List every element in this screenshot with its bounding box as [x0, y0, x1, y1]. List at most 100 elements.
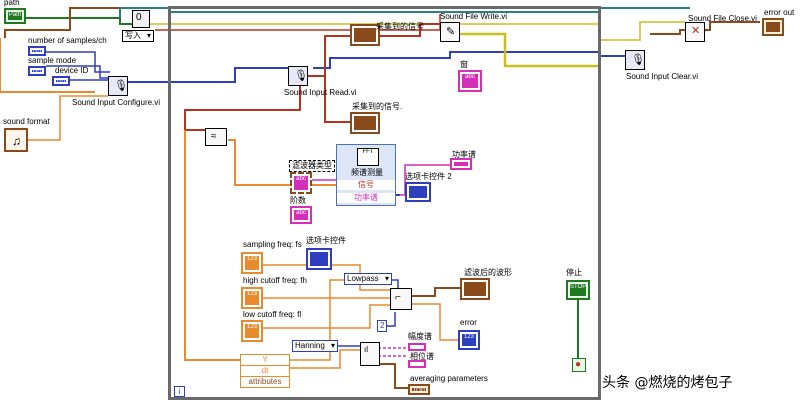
- low-cutoff-glyph: 123: [245, 324, 259, 338]
- graph-icon-2: [354, 116, 376, 130]
- close-x-icon: ✕: [691, 25, 701, 37]
- number-of-samples-glyph: I32: [32, 50, 42, 56]
- spectrum-measure-express-vi[interactable]: FFT 频谱测量 信号 功率谱: [336, 144, 396, 206]
- error-out-terminal[interactable]: [762, 18, 784, 36]
- unbundle-node[interactable]: Y dt attributes: [240, 354, 290, 388]
- hanning-window-ring[interactable]: Hanning: [292, 340, 338, 352]
- wire-avg: [378, 363, 408, 389]
- tab-control-2-glyph: [409, 186, 427, 198]
- wire-error-main: [4, 7, 120, 38]
- filter-type-glyph: abc: [294, 176, 308, 190]
- write-mode-dropdown[interactable]: 写入: [122, 30, 154, 42]
- sound-file-write-node[interactable]: ✎: [440, 22, 460, 42]
- error-indicator-glyph: 123: [462, 334, 476, 346]
- filtered-wave-icon: [464, 282, 486, 296]
- wire-data-read-2: [324, 76, 350, 123]
- device-id-terminal[interactable]: I32: [52, 76, 70, 86]
- watermark: 头条 @燃烧的烤包子: [602, 375, 733, 391]
- open-file-node[interactable]: 0: [132, 10, 150, 28]
- sound-file-write-label: Sound File Write.vi: [440, 12, 507, 21]
- sound-format-terminal[interactable]: ♫: [4, 128, 28, 152]
- order-terminal[interactable]: abc: [290, 206, 312, 224]
- sound-file-close-node[interactable]: ✕: [685, 22, 705, 42]
- stop-button-terminal[interactable]: STOP: [566, 280, 590, 300]
- path-glyph: Path: [8, 12, 22, 20]
- sampling-freq-glyph: 123: [245, 256, 259, 270]
- filtered-wave-graph[interactable]: [460, 278, 490, 300]
- sampling-freq-label: sampling freq: fs: [243, 240, 302, 249]
- phase-terminal[interactable]: [408, 360, 426, 368]
- window-terminal[interactable]: abc: [458, 70, 482, 92]
- wire-error-filter: [412, 303, 458, 341]
- butterworth-filter-node[interactable]: ⌐: [390, 288, 412, 310]
- lowpass-ring[interactable]: Lowpass: [344, 273, 392, 285]
- wire-path: [26, 17, 132, 25]
- wire-waveform-orange-2: [184, 130, 240, 361]
- spectrum-icon: FFT: [357, 148, 379, 166]
- number-of-samples-terminal[interactable]: I32: [28, 46, 46, 56]
- spectrum-measure-label: 频谱测量: [351, 168, 383, 177]
- loop-condition-terminal[interactable]: ●: [572, 358, 586, 372]
- sound-input-configure-label: Sound Input Configure.vi: [72, 98, 161, 107]
- power-spectrum-out-label: 功率谱: [452, 150, 476, 159]
- path-terminal[interactable]: Path: [4, 8, 26, 24]
- sampling-freq-terminal[interactable]: 123: [241, 252, 263, 274]
- order-glyph: abc: [294, 210, 308, 220]
- acquired-signal-graph-2[interactable]: [350, 112, 380, 134]
- low-cutoff-terminal[interactable]: 123: [241, 320, 263, 342]
- averaging-glyph: TOG: [412, 388, 426, 394]
- device-id-glyph: I32: [56, 80, 66, 86]
- wire-order-2: [386, 312, 396, 327]
- filter-node-icon: ≈: [211, 131, 217, 142]
- stop-label: 停止: [566, 268, 582, 277]
- file-open-icon: 0: [136, 12, 142, 23]
- acquired-signal-label-1: 采集到的信号: [376, 22, 424, 31]
- microphone-read-icon: 🎙: [294, 70, 308, 82]
- signal-port-label: 信号: [337, 180, 395, 190]
- tab-control-2-terminal[interactable]: [405, 182, 431, 202]
- microphone-icon: 🎙: [114, 80, 128, 92]
- power-spectrum-port-label: 功率谱: [337, 193, 395, 203]
- low-cutoff-label: low cutoff freq: fl: [243, 310, 302, 319]
- power-spectrum-out-glyph: [454, 162, 468, 166]
- loop-iteration-terminal: i: [174, 386, 185, 397]
- averaging-label: averaging parameters: [410, 374, 488, 383]
- sample-mode-label: sample mode: [28, 56, 77, 65]
- window-label: 窗: [460, 60, 468, 69]
- wire-lowpass: [392, 279, 399, 288]
- averaging-terminal[interactable]: TOG: [408, 384, 430, 395]
- high-cutoff-label: high cutoff freq: fh: [243, 276, 307, 285]
- error-label: error: [460, 318, 477, 327]
- sound-input-clear-node[interactable]: 🎙: [625, 50, 645, 70]
- unbundle-y: Y: [241, 355, 289, 366]
- fft-spectrum-node[interactable]: ıl: [360, 342, 380, 366]
- amplitude-terminal[interactable]: [408, 343, 426, 351]
- sound-input-read-node[interactable]: 🎙: [288, 66, 308, 86]
- filter-type-terminal[interactable]: abc: [290, 172, 312, 194]
- pencil-icon: ✎: [446, 26, 456, 38]
- sample-mode-terminal[interactable]: I32: [28, 66, 46, 76]
- tab-control-terminal[interactable]: [306, 248, 332, 270]
- number-of-samples-label: number of samples/ch: [28, 36, 107, 45]
- wire-fl: [262, 304, 390, 329]
- microphone-clear-icon: 🎙: [631, 54, 645, 66]
- high-cutoff-terminal[interactable]: 123: [241, 287, 263, 309]
- while-loop[interactable]: [168, 6, 601, 400]
- order-label: 阶数: [290, 196, 306, 205]
- acquired-signal-graph-1[interactable]: [350, 24, 380, 46]
- wire-sound-format: [28, 95, 108, 141]
- tab-control-label: 选项卡控件: [306, 236, 346, 245]
- graph-icon-1: [354, 28, 376, 42]
- sound-format-label: sound format: [3, 117, 50, 126]
- filter-type-node[interactable]: ≈: [205, 128, 227, 146]
- error-indicator[interactable]: 123: [458, 330, 480, 350]
- const-2[interactable]: 2: [377, 320, 388, 332]
- power-spectrum-out-terminal[interactable]: [450, 158, 472, 170]
- stop-sign-icon: ●: [575, 359, 582, 370]
- wire-fft-in: [240, 349, 360, 369]
- window-glyph: abc: [462, 74, 478, 88]
- sound-input-configure-node[interactable]: 🎙: [108, 76, 128, 96]
- tab-control-glyph: [310, 252, 328, 266]
- wire-filtered-out: [412, 287, 460, 297]
